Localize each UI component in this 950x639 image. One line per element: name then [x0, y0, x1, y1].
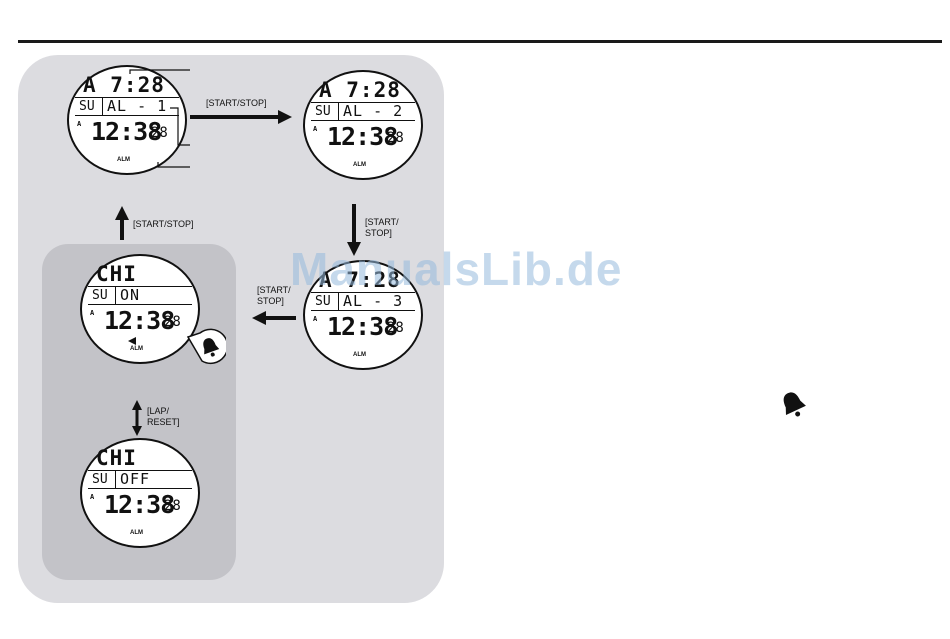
watermark: ManualsLib.de [290, 242, 622, 296]
bell-icon [778, 390, 808, 420]
start-stop-label-1: [START/STOP] [206, 98, 267, 109]
start-stop-label-2: [START/ STOP] [365, 217, 399, 239]
start-stop-label-4: [START/STOP] [133, 219, 194, 230]
start-stop-label-3: [START/ STOP] [257, 285, 291, 307]
lap-reset-label: [LAP/ RESET] [147, 406, 180, 428]
